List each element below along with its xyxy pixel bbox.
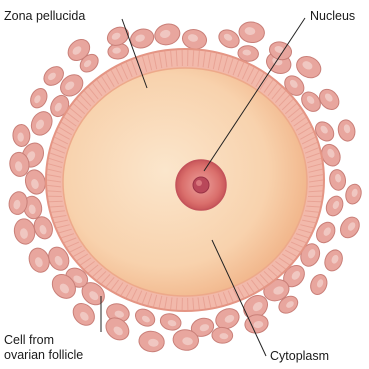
follicle-cell bbox=[344, 182, 364, 205]
follicle-cell bbox=[104, 24, 131, 49]
follicle-cell bbox=[26, 245, 52, 275]
follicle-cell bbox=[138, 330, 166, 354]
follicle-cell bbox=[12, 124, 30, 147]
follicle-cell-label-line2: ovarian follicle bbox=[4, 348, 83, 363]
cytoplasm-label: Cytoplasm bbox=[270, 349, 329, 364]
nucleolus-highlight bbox=[196, 180, 202, 186]
follicle-cell bbox=[322, 247, 346, 273]
follicle-cell bbox=[12, 217, 36, 245]
follicle-cell bbox=[328, 168, 347, 191]
zona-pellucida-label: Zona pellucida bbox=[4, 9, 85, 24]
follicle-cell bbox=[336, 118, 357, 143]
follicle-cell-label-line1: Cell from bbox=[4, 333, 83, 348]
follicle-cell bbox=[212, 327, 234, 344]
follicle-cell-label: Cell from ovarian follicle bbox=[4, 333, 83, 363]
follicle-cell bbox=[28, 86, 51, 111]
follicle-cell bbox=[132, 306, 158, 330]
follicle-cell bbox=[323, 193, 346, 218]
follicle-cell bbox=[181, 27, 209, 51]
follicle-cell bbox=[337, 214, 363, 242]
follicle-cell bbox=[308, 272, 330, 297]
nucleus-label: Nucleus bbox=[310, 9, 355, 24]
follicle-cell bbox=[152, 21, 182, 48]
follicle-cell bbox=[238, 21, 266, 44]
follicle-cell bbox=[158, 311, 182, 332]
follicle-cell bbox=[316, 85, 343, 113]
follicle-cell bbox=[216, 26, 243, 51]
